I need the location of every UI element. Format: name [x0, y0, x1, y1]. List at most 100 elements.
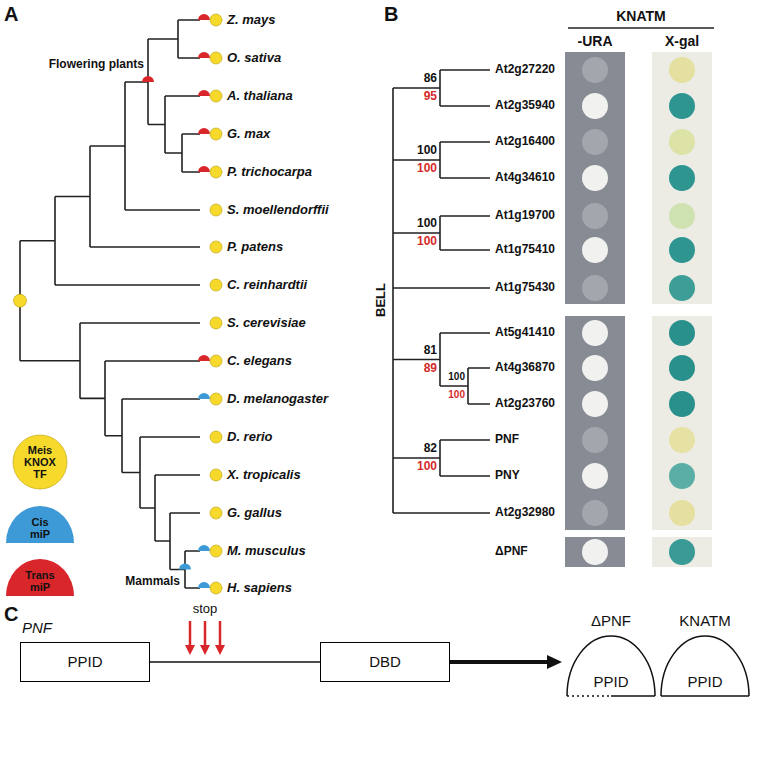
- bell-tree-branches: [393, 70, 490, 513]
- yeast-colony: [669, 539, 695, 565]
- gene-name: PNY: [495, 469, 520, 483]
- clade-label: Mammals: [125, 575, 180, 589]
- yeast-colony: [582, 237, 608, 263]
- gene-name: At2g32980: [495, 506, 555, 520]
- legend-entry: Trans miP: [5, 558, 75, 596]
- tf-marker: [210, 52, 222, 64]
- process-arrow: [450, 660, 547, 664]
- cis-mip-marker: [179, 564, 191, 570]
- legend-entry: Cis miP: [5, 505, 75, 543]
- tf-marker: [210, 14, 222, 26]
- yeast-colony: [582, 57, 608, 83]
- gene-name: At2g23760: [495, 397, 555, 411]
- species-name: G. max: [227, 127, 270, 142]
- domain-name: PPID: [687, 673, 722, 690]
- yeast-colony: [669, 355, 695, 381]
- species-name: O. sativa: [227, 51, 281, 66]
- xgal-colonies: [669, 57, 695, 565]
- gene-linker: [150, 661, 320, 663]
- bootstrap-value: 100: [417, 235, 437, 249]
- legend-text: Cis miP: [22, 516, 58, 540]
- gene-name: At1g19700: [495, 209, 555, 223]
- legend-swatch-shape: [6, 559, 74, 596]
- domain-base: [661, 695, 749, 697]
- yeast-colony: [669, 237, 695, 263]
- clade-label: Flowering plants: [49, 58, 144, 72]
- domain-arc: [567, 636, 655, 696]
- protein-domain: ΔPNF PPID: [565, 612, 657, 698]
- domain-name: DBD: [369, 653, 401, 670]
- domain-fill: [567, 636, 655, 696]
- tf-marker: [210, 241, 222, 253]
- domain-base: [611, 695, 655, 697]
- gene-name: At4g36870: [495, 361, 555, 375]
- tf-marker: [210, 393, 222, 405]
- plate-background: [652, 52, 712, 304]
- plate-background: [652, 537, 712, 567]
- species-name: D. melanogaster: [227, 392, 328, 407]
- legend-entry: Meis KNOX TF: [12, 434, 68, 490]
- domain-box: DBD: [320, 642, 450, 682]
- yeast-colony: [582, 463, 608, 489]
- species-name: C. reinhardtii: [227, 278, 307, 293]
- yeast-colony: [582, 320, 608, 346]
- bootstrap-value: 100: [417, 144, 437, 158]
- species-name: H. sapiens: [227, 581, 292, 596]
- domain-box: PPID: [20, 642, 150, 682]
- tf-marker: [210, 582, 222, 594]
- tf-marker: [210, 507, 222, 519]
- bootstrap-value: 95: [424, 90, 437, 104]
- header-underline: [568, 27, 714, 28]
- species-name: P. patens: [227, 240, 283, 255]
- family-label: BELL: [374, 283, 389, 317]
- bootstrap-value: 100: [417, 460, 437, 474]
- tf-marker: [210, 317, 222, 329]
- annotation: stop: [193, 602, 218, 617]
- yeast-colony: [669, 500, 695, 526]
- bootstrap-value: 86: [424, 72, 437, 86]
- species-name: X. tropicalis: [227, 468, 301, 483]
- yeast-colony: [582, 355, 608, 381]
- panel-letter: A: [4, 3, 18, 26]
- species-name: A. thaliana: [227, 89, 293, 104]
- yeast-colony: [582, 427, 608, 453]
- gene-title: PNF: [22, 619, 52, 636]
- yeast-colony: [669, 165, 695, 191]
- protein-name: ΔPNF: [591, 612, 631, 629]
- protein-name: KNATM: [679, 612, 730, 629]
- bootstrap-value: 100: [417, 217, 437, 231]
- plate-background: [565, 316, 625, 530]
- trans-mip-marker: [198, 14, 210, 361]
- yeast-colony: [669, 129, 695, 155]
- bootstrap-value: 81: [424, 344, 437, 358]
- tf-marker: [210, 90, 222, 102]
- legend-text: Meis KNOX TF: [22, 444, 58, 480]
- legend-text: Trans miP: [22, 569, 58, 593]
- bootstrap-value: 82: [424, 442, 437, 456]
- gene-name: At1g75430: [495, 281, 555, 295]
- legend-swatch-shape: [6, 506, 74, 543]
- gene-name: PNF: [495, 433, 519, 447]
- bootstrap-value: 100: [448, 389, 465, 401]
- yeast-colony: [582, 391, 608, 417]
- ura-colonies: [582, 57, 608, 565]
- bootstrap-value: 100: [417, 162, 437, 176]
- panel-letter: C: [4, 603, 18, 626]
- domain-fill: [661, 636, 749, 696]
- tf-marker: [210, 166, 222, 178]
- yeast-colony: [582, 539, 608, 565]
- bootstrap-value: 89: [424, 362, 437, 376]
- plate-background: [565, 537, 625, 567]
- gene-name: ΔPNF: [495, 545, 528, 559]
- stop-arrow-stem: [190, 621, 220, 646]
- yeast-colony: [582, 275, 608, 301]
- domain-name: PPID: [593, 673, 628, 690]
- tf-marker: [210, 431, 222, 443]
- yeast-colony: [582, 203, 608, 229]
- gene-name: At4g34610: [495, 171, 555, 185]
- species-name: D. rerio: [227, 430, 273, 445]
- species-name: C. elegans: [227, 354, 292, 369]
- yeast-colony: [582, 129, 608, 155]
- tf-marker: [210, 128, 222, 140]
- yeast-colony: [669, 320, 695, 346]
